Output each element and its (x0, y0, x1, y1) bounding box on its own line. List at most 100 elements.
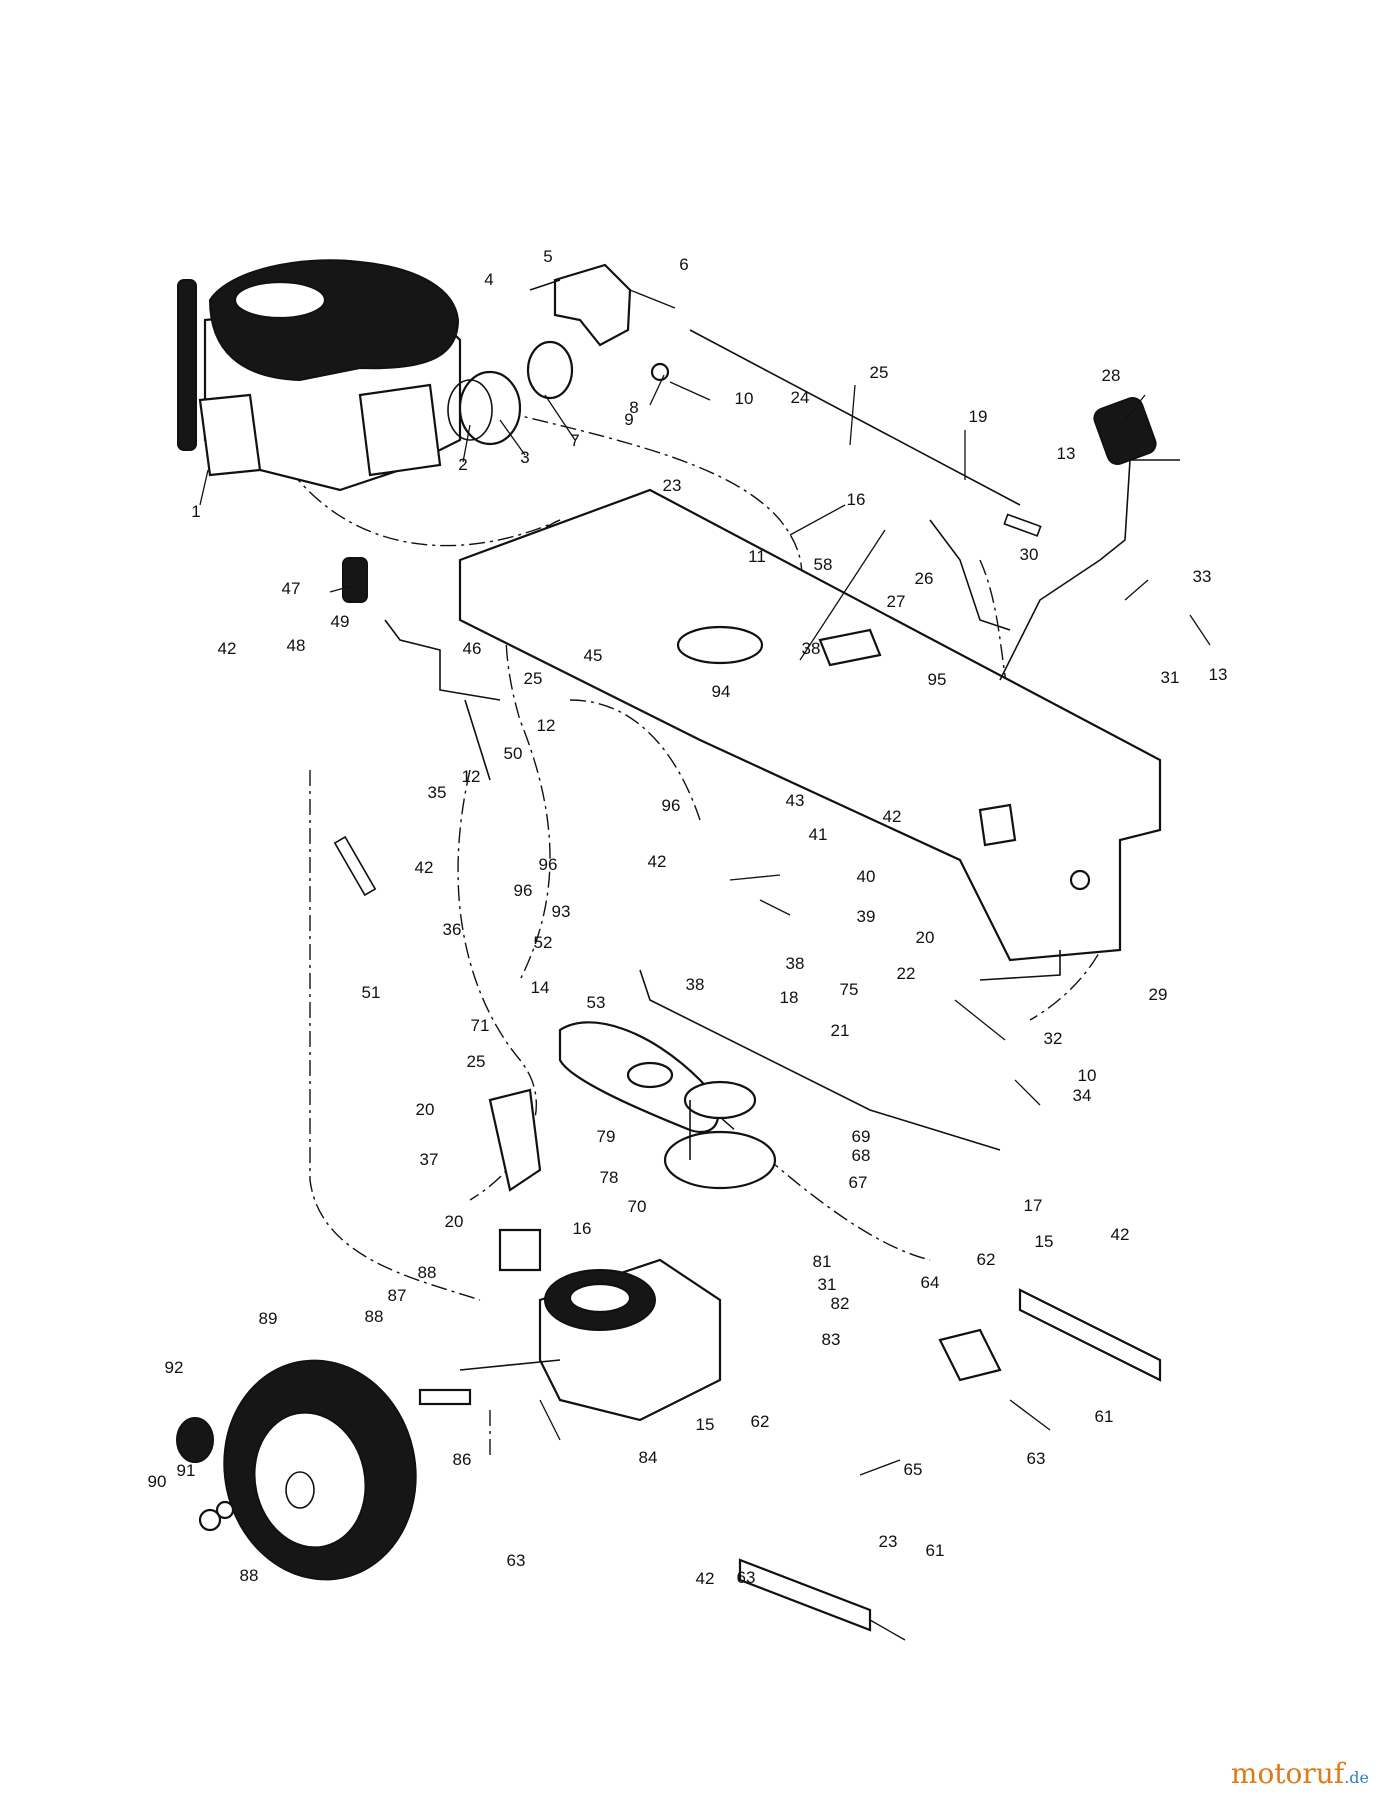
callout-52: 52 (534, 933, 553, 952)
callout-90: 90 (148, 1472, 167, 1491)
callout-79: 79 (597, 1127, 616, 1146)
callout-91: 91 (177, 1461, 196, 1480)
callout-10: 10 (1078, 1066, 1097, 1085)
callout-51: 51 (362, 983, 381, 1002)
callout-23: 23 (879, 1532, 898, 1551)
callout-53: 53 (587, 993, 606, 1012)
leader-lines (199, 289, 1211, 1641)
callout-93: 93 (552, 902, 571, 921)
callout-31: 31 (1161, 668, 1180, 687)
transaxle (418, 1258, 722, 1422)
callout-5: 5 (543, 247, 552, 266)
watermark-logo: motoruf.de (1231, 1757, 1369, 1790)
callout-88: 88 (240, 1566, 259, 1585)
engine (177, 259, 462, 492)
callout-4: 4 (484, 270, 493, 289)
callout-13: 13 (1209, 665, 1228, 684)
callout-12: 12 (462, 767, 481, 786)
callout-42: 42 (1111, 1225, 1130, 1244)
callout-62: 62 (751, 1412, 770, 1431)
callout-96: 96 (539, 855, 558, 874)
callout-30: 30 (1020, 545, 1039, 564)
callout-25: 25 (524, 669, 543, 688)
callout-63: 63 (737, 1568, 756, 1587)
callout-20: 20 (445, 1212, 464, 1231)
callout-26: 26 (915, 569, 934, 588)
callout-28: 28 (1102, 366, 1121, 385)
callout-45: 45 (584, 646, 603, 665)
callout-92: 92 (165, 1358, 184, 1377)
callout-67: 67 (849, 1173, 868, 1192)
brackets (488, 1088, 1162, 1632)
callout-47: 47 (282, 579, 301, 598)
callout-82: 82 (831, 1294, 850, 1313)
callout-38: 38 (786, 954, 805, 973)
watermark-domain: .de (1344, 1768, 1369, 1787)
callout-25: 25 (870, 363, 889, 382)
callout-43: 43 (786, 791, 805, 810)
callout-3: 3 (520, 448, 529, 467)
callout-61: 61 (926, 1541, 945, 1560)
watermark-brand: motoruf (1230, 1757, 1345, 1790)
callout-22: 22 (897, 964, 916, 983)
callout-84: 84 (639, 1448, 658, 1467)
callout-31: 31 (818, 1275, 837, 1294)
callout-63: 63 (1027, 1449, 1046, 1468)
callout-18: 18 (780, 988, 799, 1007)
air-cleaner (447, 263, 670, 446)
callout-81: 81 (813, 1252, 832, 1271)
frame (458, 488, 1162, 962)
rear-wheel (176, 1359, 417, 1581)
callout-87: 87 (388, 1286, 407, 1305)
callout-42: 42 (648, 852, 667, 871)
callout-19: 19 (969, 407, 988, 426)
callout-21: 21 (831, 1021, 850, 1040)
callout-7: 7 (570, 431, 579, 450)
callout-88: 88 (418, 1263, 437, 1282)
callout-58: 58 (814, 555, 833, 574)
callout-83: 83 (822, 1330, 841, 1349)
callout-15: 15 (696, 1415, 715, 1434)
callout-16: 16 (573, 1219, 592, 1238)
callout-61: 61 (1095, 1407, 1114, 1426)
linkages (342, 329, 1180, 1151)
callout-89: 89 (259, 1309, 278, 1328)
callout-41: 41 (809, 825, 828, 844)
callout-6: 6 (679, 255, 688, 274)
springs (333, 513, 1042, 897)
callout-88: 88 (365, 1307, 384, 1326)
callout-35: 35 (428, 783, 447, 802)
callout-69: 69 (852, 1127, 871, 1146)
callout-62: 62 (977, 1250, 996, 1269)
callout-68: 68 (852, 1146, 871, 1165)
callout-46: 46 (463, 639, 482, 658)
callout-24: 24 (791, 388, 810, 407)
callout-96: 96 (662, 796, 681, 815)
callout-86: 86 (453, 1450, 472, 1469)
callout-27: 27 (887, 592, 906, 611)
callout-20: 20 (416, 1100, 435, 1119)
callout-8: 8 (629, 398, 638, 417)
callout-14: 14 (531, 978, 550, 997)
callout-42: 42 (218, 639, 237, 658)
callout-32: 32 (1044, 1029, 1063, 1048)
callout-75: 75 (840, 980, 859, 999)
callout-78: 78 (600, 1168, 619, 1187)
callout-23: 23 (663, 476, 682, 495)
callout-1: 1 (191, 502, 200, 521)
callout-38: 38 (802, 639, 821, 658)
callout-10: 10 (735, 389, 754, 408)
callout-15: 15 (1035, 1232, 1054, 1251)
callout-25: 25 (467, 1052, 486, 1071)
callout-39: 39 (857, 907, 876, 926)
callout-17: 17 (1024, 1196, 1043, 1215)
callout-42: 42 (415, 858, 434, 877)
callout-49: 49 (331, 612, 350, 631)
callout-48: 48 (287, 636, 306, 655)
callout-42: 42 (696, 1569, 715, 1588)
callout-13: 13 (1057, 444, 1076, 463)
callout-12: 12 (537, 716, 556, 735)
callout-63: 63 (507, 1551, 526, 1570)
